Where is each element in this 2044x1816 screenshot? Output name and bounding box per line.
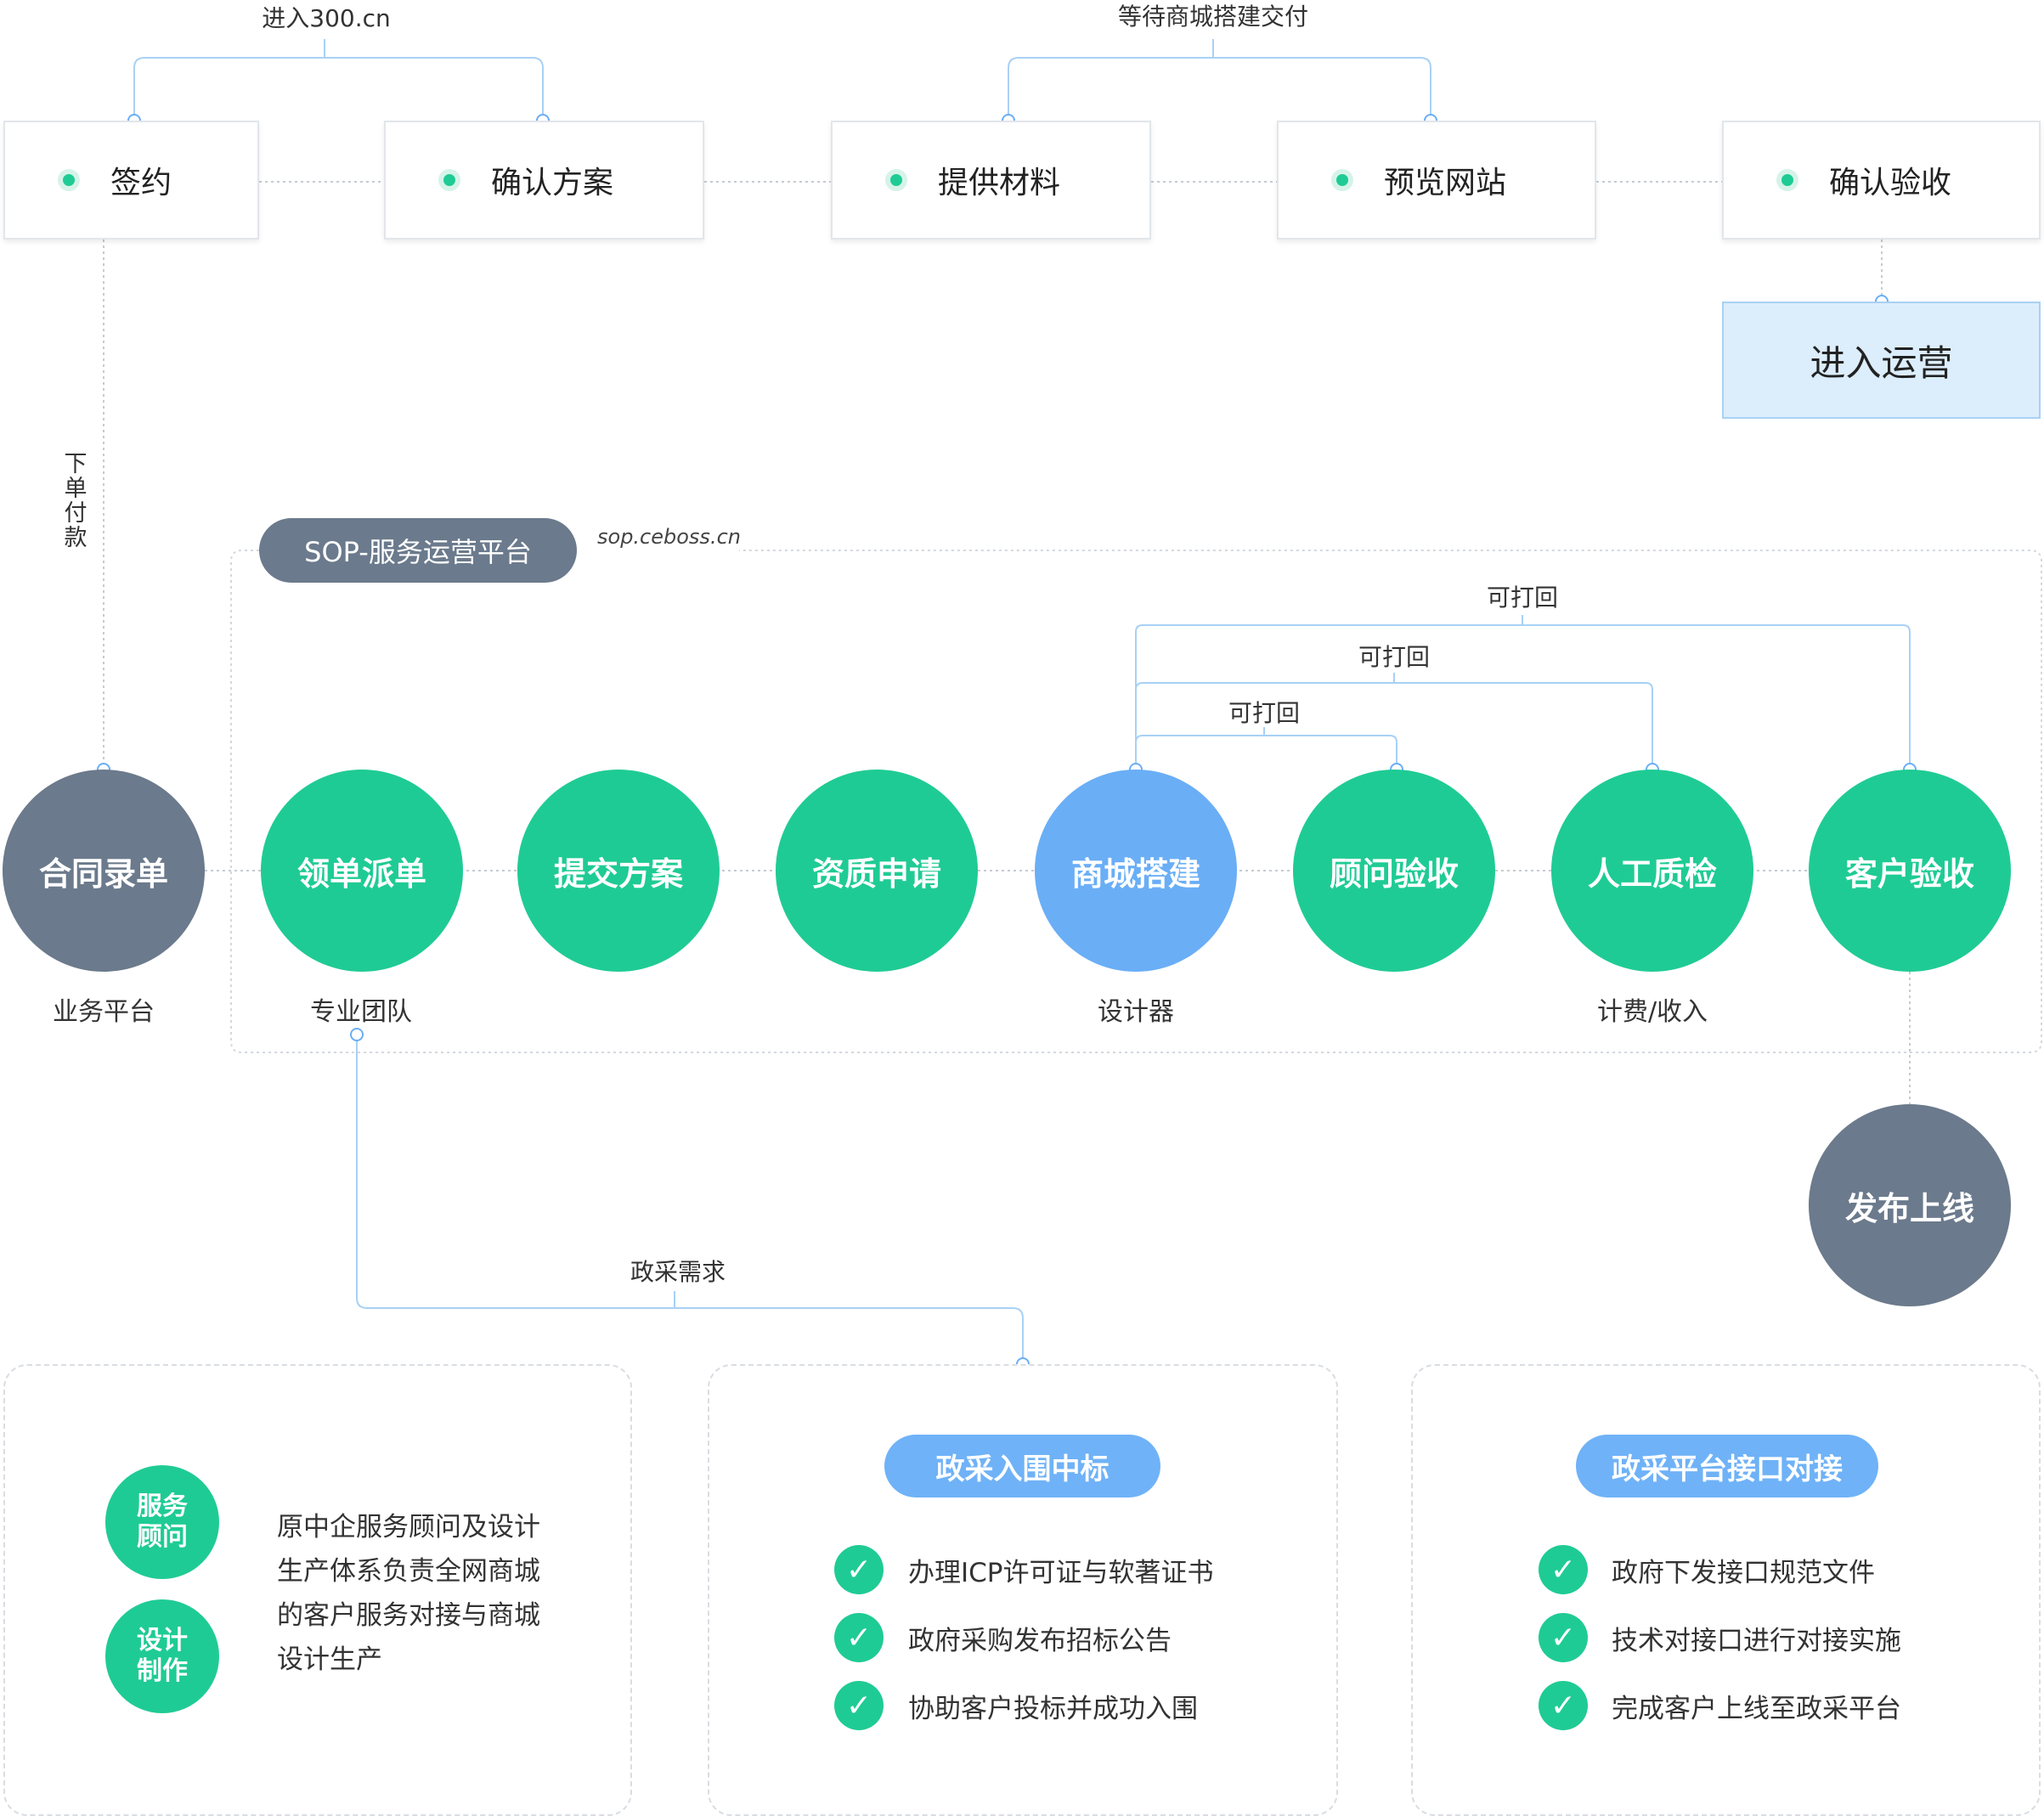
interface-item: 技术对接口进行对接实施 xyxy=(1612,1626,1901,1656)
status-dot-icon xyxy=(1776,169,1798,191)
node-qualification: 资质申请 xyxy=(776,770,978,972)
interface-item: 政府下发接口规范文件 xyxy=(1612,1558,1875,1588)
team-description: 原中企服务顾问及设计生产体系负责全网商城的客户服务对接与商城设计生产 xyxy=(277,1512,540,1675)
bid-item: 办理ICP许可证与软著证书 xyxy=(908,1558,1214,1588)
step-label: 签约 xyxy=(110,166,172,200)
node-contract-entry: 合同录单 xyxy=(3,770,205,972)
node-quality-check: 人工质检 xyxy=(1551,770,1753,972)
interface-panel xyxy=(1411,1364,2041,1816)
step-confirm-acceptance: 确认验收 xyxy=(1722,121,2041,240)
check-icon: ✓ xyxy=(1539,1545,1588,1594)
bid-item: 协助客户投标并成功入围 xyxy=(908,1694,1198,1724)
node-consultant-check: 顾问验收 xyxy=(1293,770,1495,972)
gov-need-label: 政采需求 xyxy=(630,1258,726,1286)
node-receive-dispatch: 领单派单 xyxy=(261,770,463,972)
node-customer-accept: 客户验收 xyxy=(1809,770,2011,972)
step-confirm-plan: 确认方案 xyxy=(384,121,704,240)
group-label-waiting: 等待商城搭建交付 xyxy=(1117,3,1309,31)
status-dot-icon xyxy=(1331,169,1353,191)
node-submit-plan: 提交方案 xyxy=(517,770,720,972)
node-mall-build: 商城搭建 xyxy=(1035,770,1237,972)
bid-item: 政府采购发布招标公告 xyxy=(908,1626,1172,1656)
status-dot-icon xyxy=(438,169,460,191)
check-icon: ✓ xyxy=(834,1681,884,1730)
bid-panel-title: 政采入围中标 xyxy=(884,1435,1160,1497)
step-preview-site: 预览网站 xyxy=(1277,121,1596,240)
enter-operation-box: 进入运营 xyxy=(1722,302,2041,419)
step-provide-materials: 提供材料 xyxy=(831,121,1151,240)
node-sub-billing: 计费/收入 xyxy=(1596,997,1708,1027)
group-label-enter: 进入300.cn xyxy=(262,4,391,32)
status-dot-icon xyxy=(885,169,907,191)
platform-url: sop.ceboss.cn xyxy=(597,525,741,549)
role-design-production: 设计制作 xyxy=(105,1599,219,1713)
role-service-consultant: 服务顾问 xyxy=(105,1465,219,1579)
check-icon: ✓ xyxy=(1539,1681,1588,1730)
check-icon: ✓ xyxy=(1539,1613,1588,1662)
interface-item: 完成客户上线至政采平台 xyxy=(1612,1694,1901,1724)
step-label: 确认验收 xyxy=(1829,166,1952,200)
node-sub-designer: 设计器 xyxy=(1098,997,1174,1027)
step-sign: 签约 xyxy=(3,121,259,240)
bid-panel xyxy=(708,1364,1338,1816)
interface-panel-title: 政采平台接口对接 xyxy=(1576,1435,1878,1497)
step-label: 预览网站 xyxy=(1384,166,1507,200)
node-sub-business-platform: 业务平台 xyxy=(53,997,155,1027)
platform-badge: SOP-服务运营平台 xyxy=(259,518,577,583)
return-label-outer: 可打回 xyxy=(1486,584,1559,612)
status-dot-icon xyxy=(58,169,80,191)
return-label-middle: 可打回 xyxy=(1358,643,1431,671)
return-label-inner: 可打回 xyxy=(1228,699,1301,727)
order-payment-label: 下单付款 xyxy=(64,451,88,551)
step-label: 提供材料 xyxy=(938,166,1061,200)
team-panel xyxy=(3,1364,632,1816)
check-icon: ✓ xyxy=(834,1545,884,1594)
node-sub-team: 专业团队 xyxy=(310,997,412,1027)
check-icon: ✓ xyxy=(834,1613,884,1662)
node-publish: 发布上线 xyxy=(1809,1104,2011,1306)
step-label: 确认方案 xyxy=(491,166,614,200)
